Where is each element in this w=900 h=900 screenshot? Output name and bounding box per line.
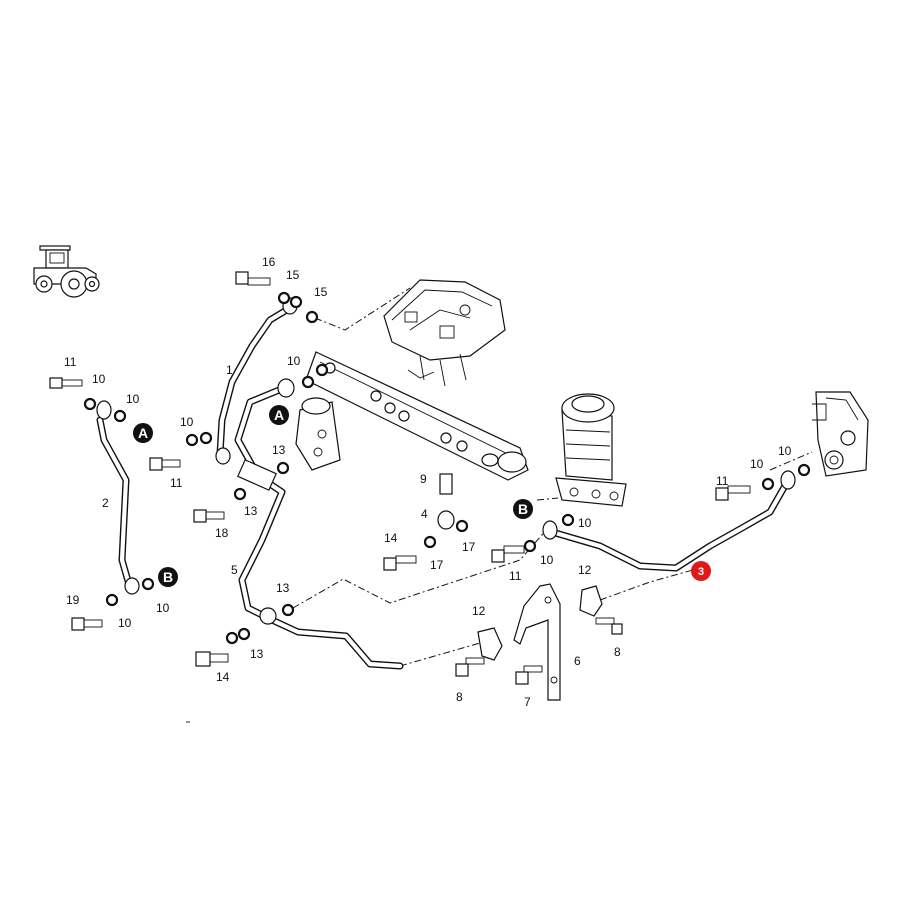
cylinder-head-assembly (383, 279, 506, 387)
pipe-3 (548, 480, 790, 572)
pressure-valve-block (295, 397, 341, 471)
tractor-icon (33, 245, 100, 298)
label-10: 10 (126, 392, 140, 406)
label-16: 16 (262, 255, 276, 269)
label-10: 10 (156, 601, 170, 615)
marker-b-left: B (158, 567, 178, 587)
marker-a-left: A (133, 423, 153, 443)
label-8: 8 (456, 690, 463, 704)
marker-a-center: A (269, 405, 289, 425)
label-7: 7 (524, 695, 531, 709)
label-15: 15 (286, 268, 300, 282)
label-11: 11 (170, 476, 183, 490)
label-2: 2 (102, 496, 109, 510)
label-10: 10 (578, 516, 592, 530)
label-17: 17 (430, 558, 444, 572)
label-1: 1 (226, 363, 233, 377)
label-14: 14 (384, 531, 398, 545)
callout-3[interactable]: 3 (691, 561, 711, 581)
label-13: 13 (276, 581, 290, 595)
label-11: 11 (716, 474, 729, 488)
marker-b-center: B (513, 499, 533, 519)
label-18: 18 (215, 526, 229, 540)
label-19: 19 (66, 593, 80, 607)
fittings (96, 297, 796, 625)
bolts (49, 271, 751, 685)
part-labels: 16 15 15 1 10 11 10 10 10 11 13 2 13 18 … (64, 255, 792, 709)
svg-text:A: A (274, 407, 284, 423)
label-4: 4 (421, 507, 428, 521)
pipe-5 (234, 384, 404, 670)
label-9: 9 (420, 472, 427, 486)
label-8: 8 (614, 645, 621, 659)
label-10: 10 (118, 616, 132, 630)
svg-text:B: B (163, 569, 173, 585)
label-11: 11 (509, 569, 522, 583)
label-12: 12 (472, 604, 486, 618)
fuel-filter-housing (555, 393, 627, 507)
label-10: 10 (92, 372, 106, 386)
label-13: 13 (250, 647, 264, 661)
label-10: 10 (750, 457, 764, 471)
label-11: 11 (64, 355, 77, 369)
label-17: 17 (462, 540, 476, 554)
injection-pump (812, 391, 869, 477)
svg-text:B: B (518, 501, 528, 517)
label-5: 5 (231, 563, 238, 577)
label-6: 6 (574, 654, 581, 668)
leader-lines (292, 287, 813, 667)
label-12: 12 (578, 563, 592, 577)
label-14: 14 (216, 670, 230, 684)
washers (83, 291, 811, 645)
pipe-1 (216, 304, 294, 458)
fuel-rail (305, 351, 529, 481)
label-10: 10 (540, 553, 554, 567)
label-13: 13 (272, 443, 286, 457)
label-10: 10 (778, 444, 792, 458)
svg-text:A: A (138, 425, 148, 441)
label-10: 10 (287, 354, 301, 368)
label-13: 13 (244, 504, 258, 518)
bracket-6 (513, 583, 561, 701)
pipe-2 (96, 416, 134, 592)
clamp-12 (477, 585, 603, 661)
svg-text:3: 3 (698, 566, 704, 578)
label-10: 10 (180, 415, 194, 429)
label-15: 15 (314, 285, 328, 299)
